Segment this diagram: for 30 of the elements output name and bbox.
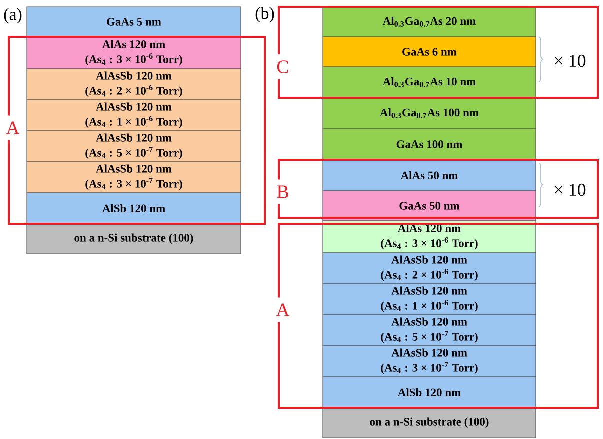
layer-box: AlSb 120 nm [26,192,242,224]
layer-box: GaAs 100 nm [322,128,536,160]
group-label: B [276,180,290,204]
layer-box: AlAsSb 120 nm (As$_{4}$ : 3 × 10$^{-7}$ Torr) [322,346,536,378]
panel-label: (b) [256,7,274,23]
group-label: C [276,54,290,80]
repeat-label: × 10 [555,54,586,68]
layer-box: AlAs 120 nm (As$_{4}$ : 3 × 10$^{-6}$ Torr) [322,220,536,254]
layer-box: AlAsSb 120 nm (As$_{4}$ : 2 × 10$^{-6}$ Torr) [26,68,242,100]
group-label: A [5,116,21,140]
layer-box: on a n-Si substrate (100) [26,224,242,254]
layer-box: AlSb 120 nm [322,376,536,408]
repeat-label: × 10 [555,184,586,196]
layer-box: AlAs 50 nm [322,160,536,192]
layer-box: AlAsSb 120 nm (As$_{4}$ : 5 × 10$^{-7}$ Torr) [26,130,242,162]
layer-box: AlAsSb 120 nm (As$_{4}$ : 2 × 10$^{-6}$ Torr) [322,252,536,284]
layer-box: AlAsSb 120 nm (As$_{4}$ : 1 × 10$^{-6}$ Torr) [322,284,536,316]
layer-box: AlAsSb 120 nm (As$_{4}$ : 3 × 10$^{-7}$ Torr) [26,162,242,194]
layer-box: Al$_{0.3}$Ga$_{0.7}$As 100 nm [322,98,536,130]
layer-box: GaAs 50 nm [322,190,536,222]
layer-box: GaAs 5 nm [26,6,242,38]
layer-box: Al$_{0.3}$Ga$_{0.7}$As 20 nm [322,6,536,38]
layer-box: Al$_{0.3}$Ga$_{0.7}$As 10 nm [322,66,536,98]
layer-box: on a n-Si substrate (100) [322,408,536,438]
group-label: A [275,298,291,322]
layer-box: AlAs 120 nm (As$_{4}$ : 3 × 10$^{-6}$ Torr) [26,36,242,70]
panel-label: (a) [4,8,22,24]
layer-box: AlAsSb 120 nm (As$_{4}$ : 5 × 10$^{-7}$ Torr) [322,314,536,346]
layer-box: AlAsSb 120 nm (As$_{4}$ : 1 × 10$^{-6}$ Torr) [26,100,242,132]
layer-box: GaAs 6 nm [322,36,536,68]
